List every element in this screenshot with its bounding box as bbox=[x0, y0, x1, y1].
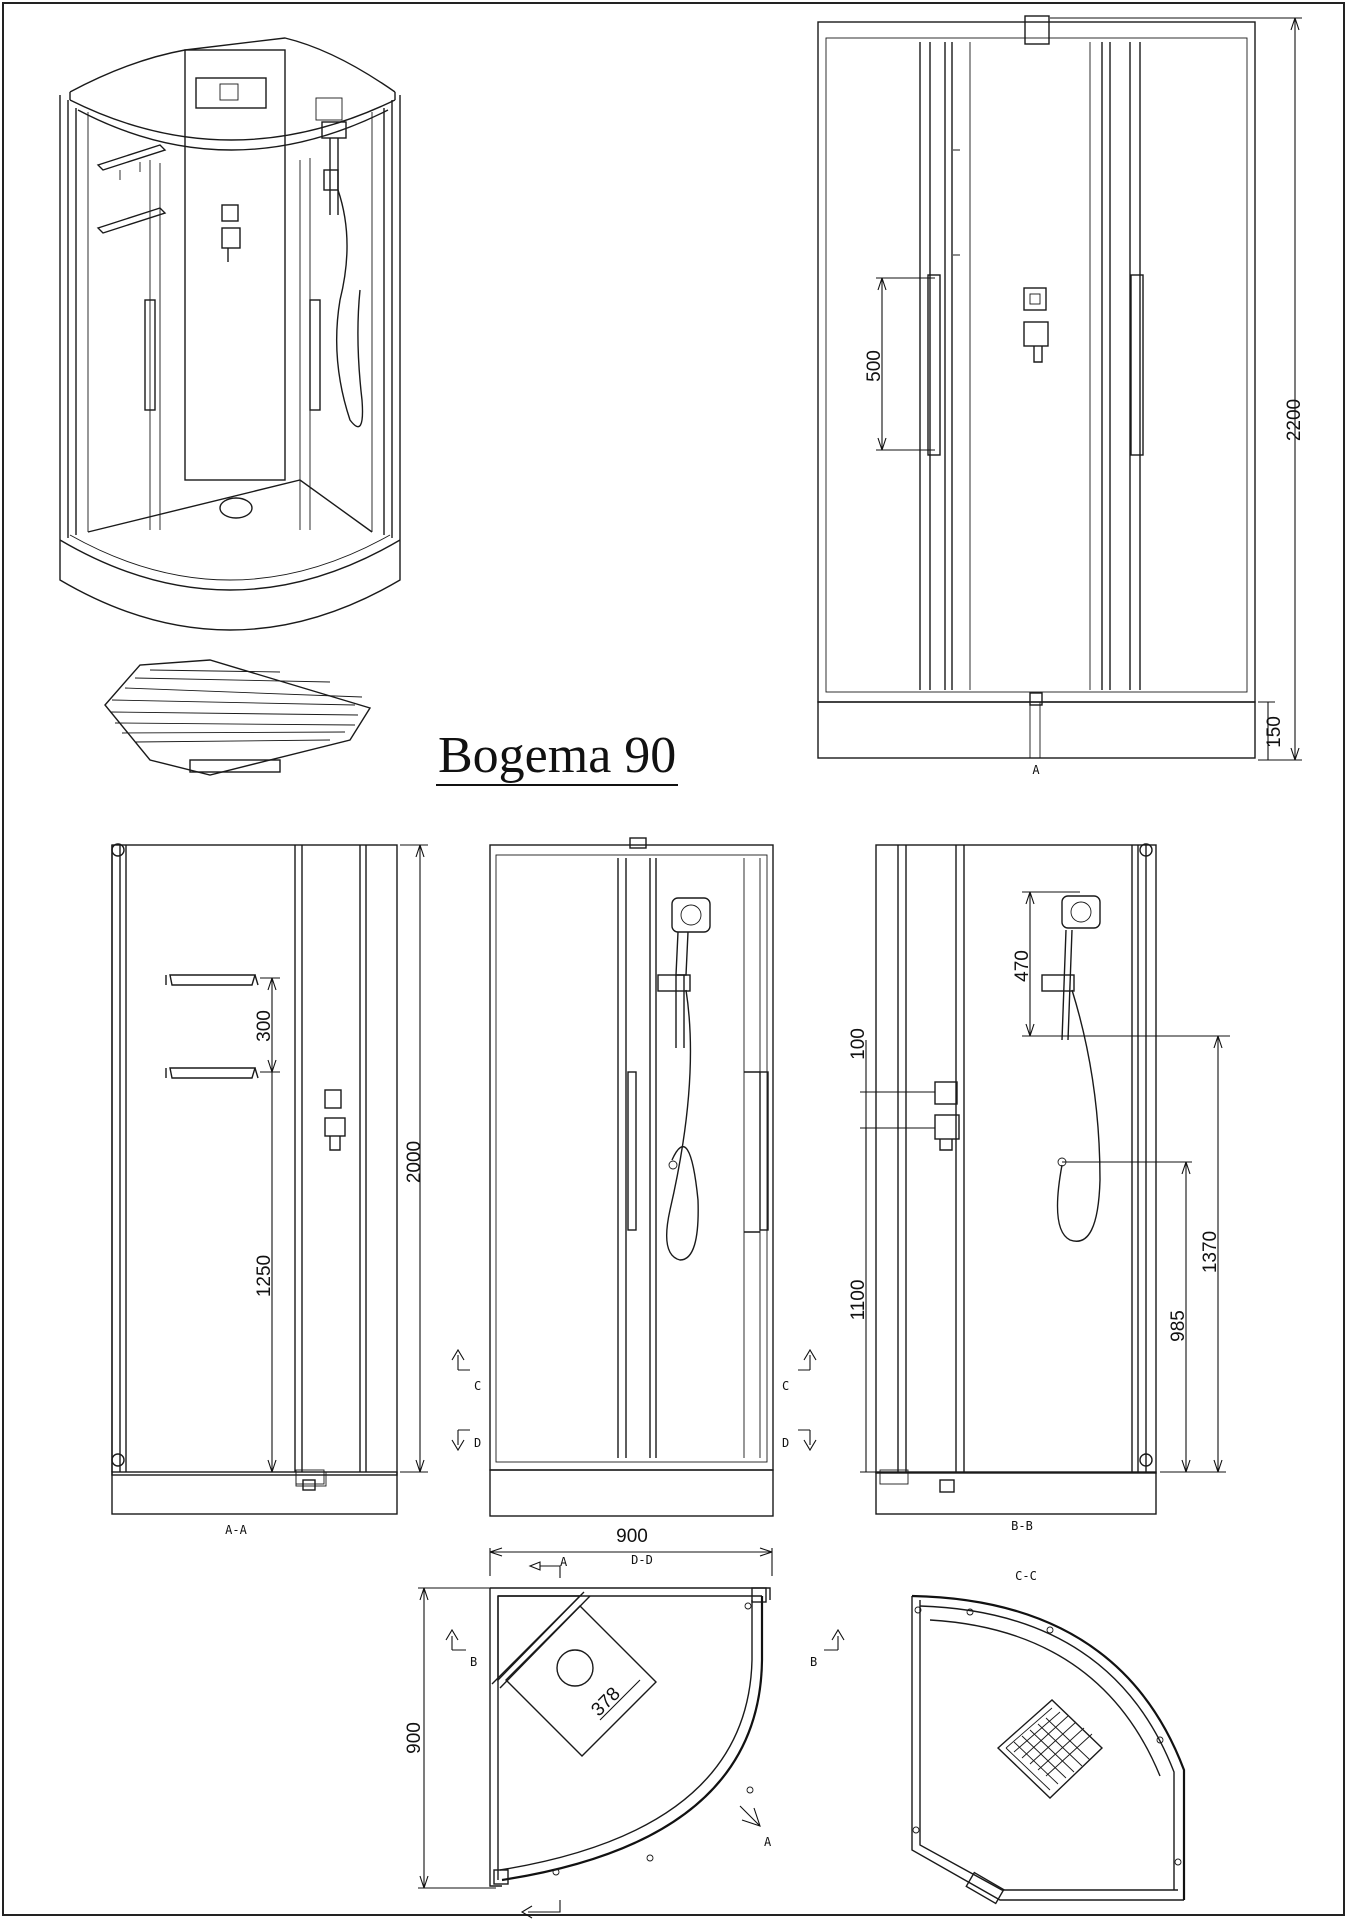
marker-d-right: D bbox=[782, 1436, 789, 1450]
tray-front bbox=[817, 701, 1256, 759]
drain bbox=[219, 497, 253, 519]
dimension-labels: 2200 150 500 2000 300 1250 470 100 1100 … bbox=[254, 350, 1305, 1754]
tray-bb bbox=[875, 1471, 1157, 1515]
marker-a-bottom: A bbox=[764, 1835, 772, 1849]
shower-head bbox=[671, 897, 711, 933]
marker-c-right: C bbox=[782, 1379, 789, 1393]
label-front-a: A bbox=[1032, 763, 1040, 777]
section-cc-view bbox=[911, 1594, 1186, 1905]
dim-rail-height: 1370 bbox=[1200, 1231, 1221, 1273]
isometric-view bbox=[59, 37, 401, 631]
front-handle-right bbox=[1130, 274, 1144, 456]
dim-width: 900 bbox=[616, 1526, 648, 1547]
shower-tray-slats bbox=[104, 659, 372, 776]
ceiling-grid bbox=[996, 1699, 1104, 1799]
dim-outlet-height: 985 bbox=[1168, 1310, 1189, 1342]
marker-a-top: A bbox=[560, 1555, 568, 1569]
shelf-lower bbox=[96, 207, 167, 234]
dim-tray-height: 150 bbox=[1264, 716, 1285, 748]
section-dd-view bbox=[418, 1547, 845, 1919]
tray-front-mid bbox=[489, 1469, 774, 1517]
front-view-a bbox=[817, 15, 1302, 761]
ceiling-shower bbox=[195, 77, 267, 109]
label-section-cc: C-C bbox=[1015, 1569, 1037, 1583]
marker-b-left: B bbox=[470, 1655, 477, 1669]
label-section-dd: D-D bbox=[631, 1553, 653, 1567]
dim-glass-height: 2000 bbox=[404, 1141, 425, 1183]
back-panel bbox=[184, 49, 286, 481]
label-section-aa: A-A bbox=[225, 1523, 247, 1537]
shelf-upper bbox=[96, 144, 167, 171]
dim-handle-length: 500 bbox=[864, 350, 885, 382]
marker-d-left: D bbox=[474, 1436, 481, 1450]
dim-shelf-height: 1250 bbox=[254, 1255, 275, 1297]
marker-c-left: C bbox=[474, 1379, 481, 1393]
section-bb-view bbox=[860, 843, 1230, 1515]
dim-mixer-spacing: 100 bbox=[848, 1028, 869, 1060]
dim-shower-rail: 470 bbox=[1012, 950, 1033, 982]
dim-depth: 900 bbox=[404, 1722, 425, 1754]
dim-total-height: 2200 bbox=[1284, 399, 1305, 441]
dim-panel-width: 378 bbox=[587, 1683, 624, 1720]
drawing-title: Bogema 90 bbox=[436, 727, 679, 786]
marker-b-right: B bbox=[810, 1655, 817, 1669]
tray-aa bbox=[111, 1471, 398, 1515]
front-handle-left bbox=[927, 274, 941, 456]
dim-shelf-spacing: 300 bbox=[254, 1010, 275, 1042]
section-aa-view bbox=[111, 843, 428, 1515]
handle-right bbox=[309, 299, 321, 411]
view-labels: A A-A B-B D-D C-C C D C D A B B A bbox=[225, 763, 1040, 1849]
handle-left bbox=[144, 299, 156, 411]
dim-mixer-height: 1100 bbox=[848, 1280, 869, 1321]
drain-plan bbox=[556, 1649, 594, 1687]
front-view-middle bbox=[451, 837, 817, 1517]
label-section-bb: B-B bbox=[1011, 1519, 1033, 1533]
